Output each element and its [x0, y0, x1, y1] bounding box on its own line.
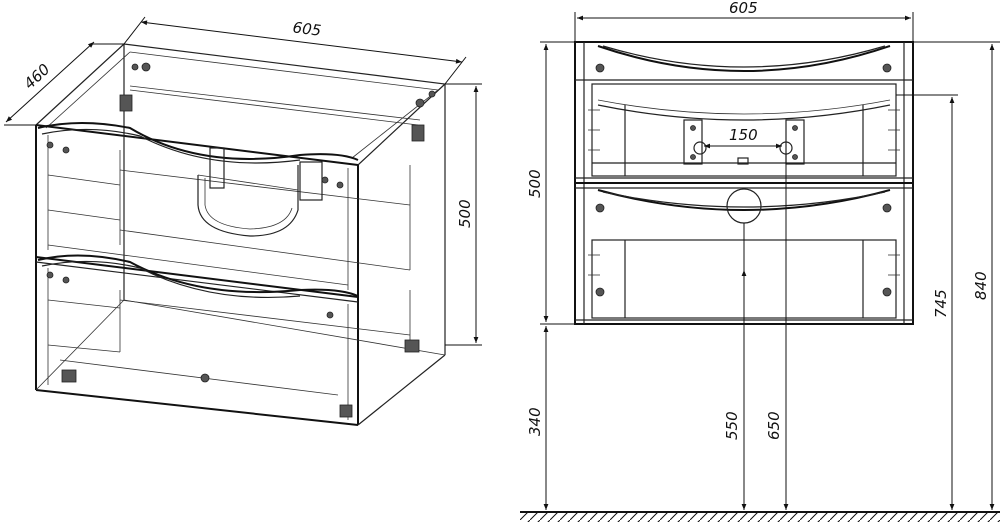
drain-height-label: 550 — [723, 411, 741, 440]
iso-depth-dimension — [4, 41, 124, 126]
front-height-label: 500 — [526, 169, 544, 198]
total-height-label: 840 — [972, 271, 990, 300]
top-drawer-height-label: 745 — [932, 289, 950, 318]
front-top-drawer — [591, 45, 897, 177]
iso-width-dimension — [123, 16, 467, 85]
bottom-drawer — [37, 254, 411, 420]
supply-height-label: 650 — [765, 411, 783, 440]
iso-width-label: 605 — [292, 18, 323, 39]
top-drawer — [37, 122, 411, 290]
hardware-fittings — [46, 62, 436, 418]
isometric-view: 605 460 500 — [4, 16, 482, 426]
iso-depth-label: 460 — [20, 60, 53, 93]
hole-spacing-label: 150 — [729, 126, 758, 144]
runner-details — [588, 109, 900, 276]
floor-line — [520, 511, 1000, 522]
sink-cutout — [197, 147, 323, 237]
iso-height-label: 500 — [456, 199, 474, 228]
front-width-label: 605 — [729, 0, 758, 17]
wall-clearance-label: 340 — [526, 407, 544, 436]
front-view: 150 — [520, 0, 1000, 522]
extension-lines — [540, 12, 1000, 325]
iso-height-dimension — [445, 83, 482, 346]
siphon-brackets — [683, 119, 805, 165]
